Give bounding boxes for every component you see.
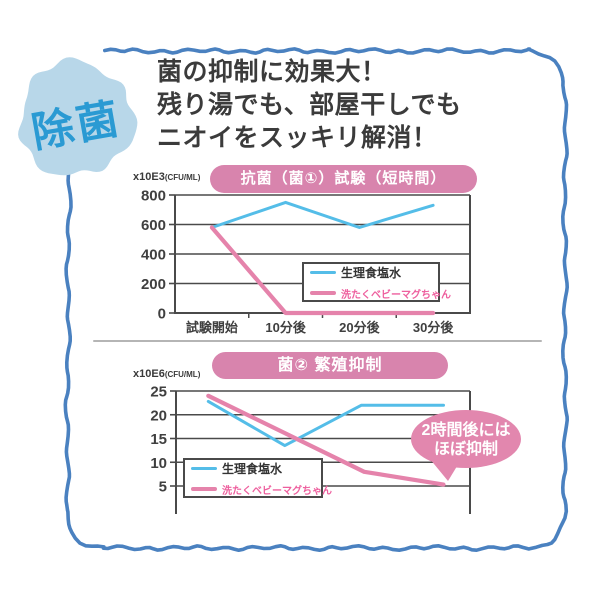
y-tick-label: 5 bbox=[159, 479, 167, 496]
y-tick-label: 400 bbox=[141, 247, 166, 264]
y-tick-label: 600 bbox=[141, 217, 166, 234]
headline-line-2: 残り湯でも、部屋干しでも bbox=[157, 91, 462, 119]
pink-line-swatch-icon bbox=[310, 291, 336, 295]
chart-1-canvas: 0 200 400 600 800 試験開始 10分後 20分後 30分後 bbox=[141, 188, 471, 335]
chart-1-unit-sub: (CFU/ML) bbox=[164, 173, 201, 182]
chart-2-unit-sub: (CFU/ML) bbox=[164, 370, 201, 379]
series-line-1 bbox=[206, 393, 446, 487]
legend-label-saline: 生理食塩水 bbox=[222, 461, 283, 476]
headline: 菌の抑制に効果大！ 残り湯でも、部屋干しでも ニオイをスッキリ解消！ bbox=[157, 56, 462, 155]
y-tick-label: 20 bbox=[150, 407, 167, 424]
bubble-body bbox=[411, 410, 521, 468]
series-line-0 bbox=[206, 399, 445, 448]
blue-line-swatch-icon bbox=[191, 466, 217, 470]
y-tick-label: 10 bbox=[150, 455, 167, 472]
legend-label-saline: 生理食塩水 bbox=[341, 265, 402, 280]
legend-row-saline: 生理食塩水 bbox=[191, 460, 315, 477]
blue-line-swatch-icon bbox=[310, 270, 336, 274]
chart-2-unit-label: x10E6(CFU/ML) bbox=[133, 368, 200, 380]
badge-blob bbox=[18, 57, 138, 176]
legend-row-product: 洗たくベビーマグちゃん bbox=[191, 482, 332, 497]
series-line-1 bbox=[209, 225, 436, 316]
chart-1-title: 抗菌（菌①）試験（短時間） bbox=[210, 165, 477, 193]
x-category-label: 試験開始 bbox=[186, 320, 238, 335]
x-category-label: 10分後 bbox=[265, 320, 306, 335]
chart-2-unit-main: x10E6 bbox=[133, 368, 165, 380]
chart-2-legend: 生理食塩水 洗たくベビーマグちゃん bbox=[183, 458, 332, 498]
pink-line-swatch-icon bbox=[191, 487, 217, 491]
y-tick-label: 25 bbox=[150, 385, 167, 401]
legend-row-saline: 生理食塩水 bbox=[310, 264, 432, 281]
annotation-bubble: 2時間後には ほぼ抑制 bbox=[411, 410, 521, 481]
series-line-0 bbox=[210, 200, 435, 229]
y-tick-label: 0 bbox=[158, 306, 166, 323]
x-category-label: 30分後 bbox=[413, 320, 454, 335]
section-divider bbox=[93, 340, 542, 342]
y-tick-label: 15 bbox=[150, 431, 167, 448]
x-category-label: 20分後 bbox=[339, 320, 380, 335]
legend-label-product: 洗たくベビーマグちゃん bbox=[341, 289, 451, 301]
y-tick-label: 200 bbox=[141, 276, 166, 293]
chart-1-unit-label: x10E3(CFU/ML) bbox=[133, 171, 200, 183]
chart-1-unit-main: x10E3 bbox=[133, 171, 165, 183]
annotation-line-1: 2時間後には bbox=[422, 420, 511, 439]
chart-2-canvas: 5 10 15 20 25 2時間後には ほぼ抑制 bbox=[150, 385, 521, 514]
annotation-line-2: ほぼ抑制 bbox=[434, 439, 498, 458]
chart-2-title: 菌② 繁殖抑制 bbox=[212, 352, 448, 379]
legend-row-product: 洗たくベビーマグちゃん bbox=[310, 286, 451, 301]
y-tick-label: 800 bbox=[141, 188, 166, 205]
headline-line-3: ニオイをスッキリ解消！ bbox=[157, 124, 438, 152]
frame-border bbox=[63, 47, 569, 552]
headline-line-1: 菌の抑制に効果大！ bbox=[157, 58, 387, 86]
chart-1-legend: 生理食塩水 洗たくベビーマグちゃん bbox=[302, 262, 451, 302]
legend-label-product: 洗たくベビーマグちゃん bbox=[222, 485, 332, 497]
